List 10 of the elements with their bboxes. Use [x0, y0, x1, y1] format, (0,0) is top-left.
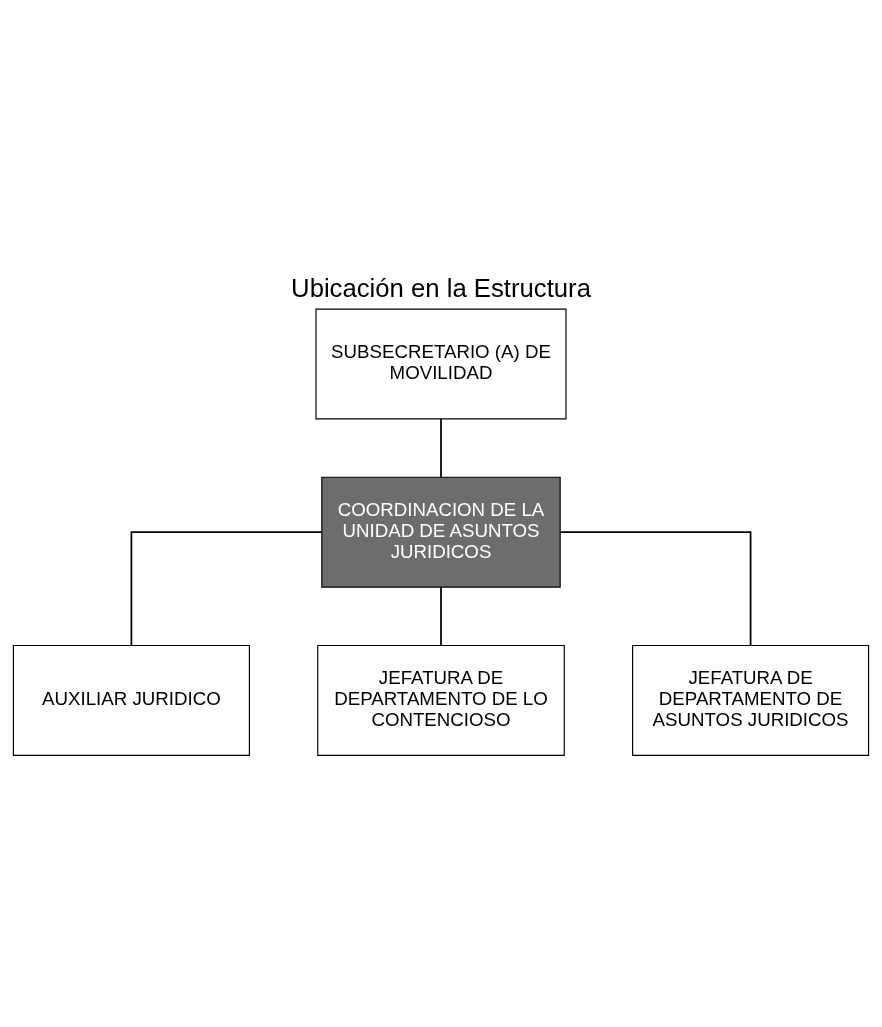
- node-box: AUXILIAR JURIDICO: [12, 644, 250, 756]
- node-box: JEFATURA DE DEPARTAMENTO DE LO CONTENCIOSO: [317, 644, 565, 756]
- connector: [559, 531, 752, 647]
- node-box: JEFATURA DE DEPARTAMENTO DE ASUNTOS JURIDICOS: [632, 644, 870, 756]
- connector: [440, 586, 442, 647]
- node-box: COORDINACION DE LA UNIDAD DE ASUNTOS JURIDICOS: [321, 476, 561, 588]
- connector: [440, 418, 442, 478]
- connector: [130, 531, 323, 647]
- node-box: SUBSECRETARIO (A) DE MOVILIDAD: [315, 308, 567, 420]
- diagram-title: Ubicación en la Estructura: [291, 273, 591, 302]
